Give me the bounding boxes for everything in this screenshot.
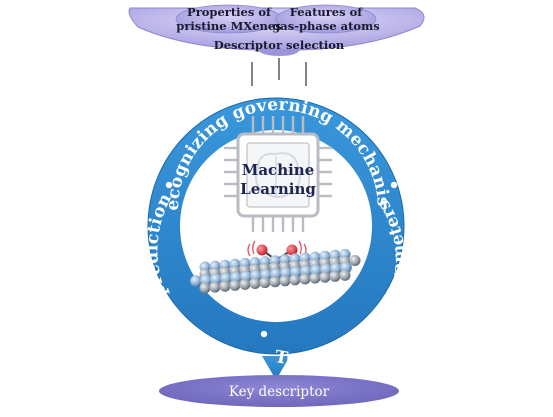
descriptor-selection-label: Descriptor selection <box>214 38 345 52</box>
slab-atom <box>289 274 301 286</box>
slab-atom <box>299 273 311 285</box>
pristine-mxenes-oval: Properties of pristine MXenes <box>175 4 283 34</box>
slab-atom <box>279 275 291 287</box>
key-descriptor-label: Key descriptor <box>229 384 330 400</box>
slab-atom <box>219 280 231 292</box>
slab-atom <box>239 278 251 290</box>
slab-atom <box>339 269 351 281</box>
ring-separator-dot-right <box>390 181 398 189</box>
gas-phase-atoms-line2: gas-phase atoms <box>272 19 379 33</box>
slab-atom <box>269 276 281 288</box>
slab-atom <box>329 270 341 282</box>
mxene-slab <box>190 248 361 294</box>
brain-icon <box>255 152 301 198</box>
slab-atom <box>190 275 202 287</box>
slab-atom <box>259 277 271 289</box>
pristine-mxenes-line1: Properties of <box>187 5 272 19</box>
gas-phase-atoms-line1: Features of <box>290 5 364 19</box>
key-descriptor-oval: Key descriptor <box>159 375 399 407</box>
slab-atom <box>349 255 361 266</box>
chip-label-learning: Learning <box>240 180 316 198</box>
chip-label-machine: Machine <box>242 161 315 179</box>
slab-atom <box>309 272 321 284</box>
gas-phase-atoms-oval: Features of gas-phase atoms <box>272 4 380 34</box>
funnel-connectors <box>251 58 307 86</box>
slab-atom <box>209 281 221 293</box>
slab-atom <box>249 278 261 289</box>
pristine-mxenes-line2: pristine MXenes <box>176 19 281 33</box>
ring-pointer <box>262 356 290 380</box>
ring-separator-dot-bottom <box>260 330 268 338</box>
ring-separator-dot-left <box>165 181 173 189</box>
machine-learning-chip: Machine Learning <box>224 116 332 232</box>
slab-atom <box>319 271 331 283</box>
slab-atom <box>199 282 211 294</box>
slab-atom <box>229 279 241 291</box>
